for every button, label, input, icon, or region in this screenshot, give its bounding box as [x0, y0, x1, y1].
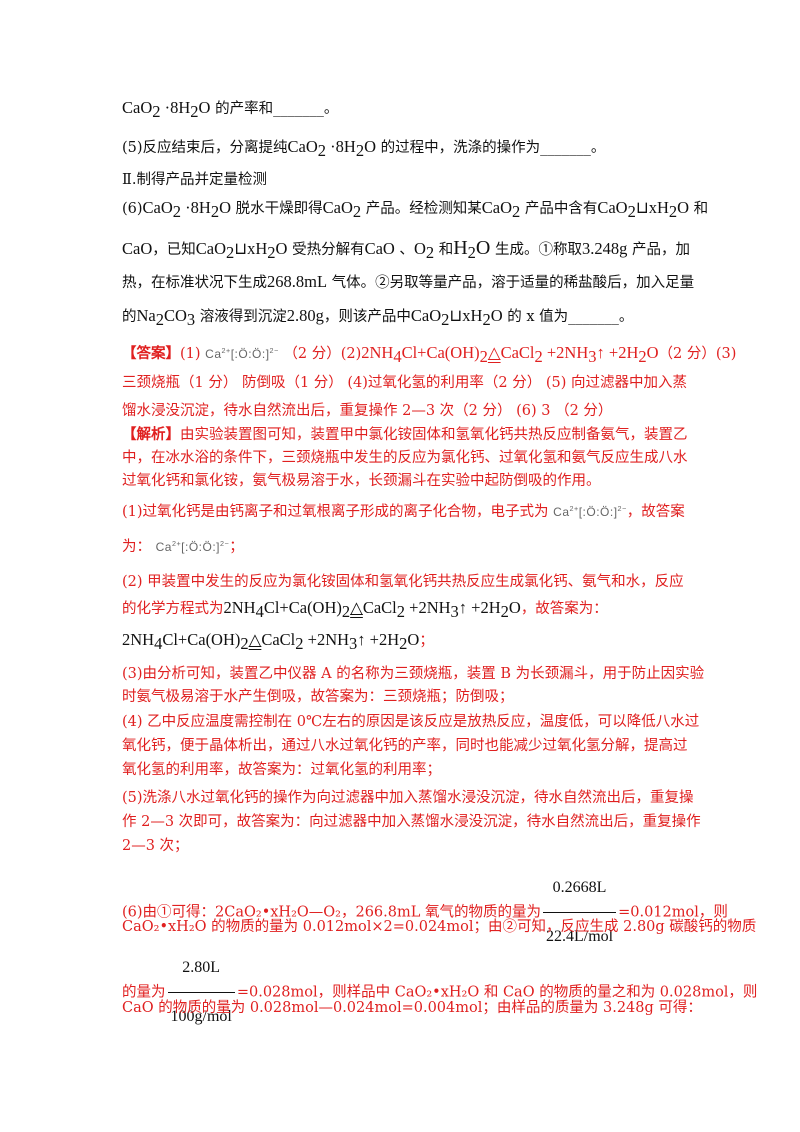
- answer-label: 【答案】: [122, 345, 180, 362]
- analysis-part-4-line-1: (4) 乙中反应温度需控制在 0℃左右的原因是该反应是放热反应，温度低，可以降低…: [122, 714, 700, 730]
- question-6-line-1: (6)CaO2 ·8H2O 脱水干燥即得CaO2 产品。经检测知某CaO2 产品…: [122, 198, 709, 221]
- analysis-part-6-line-4: CaO 的物质的量为 0.028mol—0.024mol=0.004mol；由样…: [122, 1000, 702, 1016]
- analysis-part-3-line-2: 时氨气极易溶于水产生倒吸，故答案为：三颈烧瓶；防倒吸；: [122, 689, 514, 705]
- answer-line-2: 三颈烧瓶（1 分） 防倒吸（1 分） (4)过氧化氢的利用率（2 分） (5) …: [122, 375, 688, 391]
- analysis-part-2-line-2: 的化学方程式为2NH4Cl+Ca(OH)2△CaCl2 +2NH3↑ +2H2O…: [122, 598, 608, 621]
- analysis-part-3-line-1: (3)由分析可知，装置乙中仪器 A 的名称为三颈烧瓶，装置 B 为长颈漏斗，用于…: [122, 666, 705, 682]
- analysis-part-4-line-3: 氧化氢的利用率，故答案为：过氧化氢的利用率；: [122, 762, 441, 778]
- answer-line-1: 【答案】(1) Ca2+[:Ö:Ö:]2− （2 分）(2)2NH4Cl+Ca(…: [122, 343, 737, 366]
- question-line-4: CaO2 ·8H2O 的产率和_______。: [122, 98, 339, 121]
- answer-line-3: 馏水浸没沉淀，待水自然流出后，重复操作 2—3 次（2 分） (6) 3 （2 …: [122, 403, 613, 419]
- analysis-part-2-line-3: 2NH4Cl+Ca(OH)2△CaCl2 +2NH3↑ +2H2O；: [122, 630, 434, 653]
- analysis-part-6-line-2: CaO₂•xH₂O 的物质的量为 0.012mol×2=0.024mol；由②可…: [122, 919, 757, 935]
- analysis-part-4-line-2: 氧化钙，便于晶体析出，通过八水过氧化钙的产率，同时也能减少过氧化氢分解，提高过: [122, 738, 688, 754]
- section-heading-ii: Ⅱ.制得产品并定量检测: [122, 172, 267, 188]
- analysis-part-5-line-1: (5)洗涤八水过氧化钙的操作为向过滤器中加入蒸馏水浸没沉淀，待水自然流出后，重复…: [122, 790, 694, 806]
- question-6-line-3: 热，在标准状况下生成268.8mL 气体。②另取等量产品，溶于适量的稀盐酸后，加…: [122, 272, 695, 291]
- analysis-part-5-line-3: 2—3 次；: [122, 838, 189, 854]
- question-6-line-4: 的Na2CO3 溶液得到沉淀2.80g，则该产品中CaO2⊔xH2O 的 x 值…: [122, 306, 634, 329]
- electron-formula: Ca2+[:Ö:Ö:]2−: [553, 504, 627, 519]
- analysis-part-1-line-2: 为： Ca2+[:Ö:Ö:]2−；: [122, 539, 244, 555]
- analysis-label: 【解析】: [122, 426, 180, 443]
- analysis-part-5-line-2: 作 2—3 次即可，故答案为：向过滤器中加入蒸馏水浸没沉淀，待水自然流出后，重复…: [122, 814, 701, 830]
- analysis-line-3: 过氧化钙和氯化铵，氨气极易溶于水，长颈漏斗在实验中起防倒吸的作用。: [122, 473, 601, 489]
- analysis-line-2: 中，在冰水浴的条件下，三颈烧瓶中发生的反应为氯化钙、过氧化氢和氨气反应生成八水: [122, 450, 688, 466]
- electron-formula: Ca2+[:Ö:Ö:]2−: [205, 346, 279, 361]
- question-5: (5)反应结束后，分离提纯CaO2 ·8H2O 的过程中，洗涤的操作为_____…: [122, 137, 606, 160]
- analysis-part-2-line-1: (2) 甲装置中发生的反应为氯化铵固体和氢氧化钙共热反应生成氯化钙、氨气和水，反…: [122, 574, 684, 590]
- question-6-line-2: CaO，已知CaO2⊔xH2O 受热分解有CaO 、O2 和H2O 生成。①称取…: [122, 237, 690, 262]
- analysis-line-1: 【解析】由实验装置图可知，装置甲中氯化铵固体和氢氧化钙共热反应制备氨气，装置乙: [122, 426, 688, 443]
- analysis-part-1-line-1: (1)过氧化钙是由钙离子和过氧根离子形成的离子化合物，电子式为 Ca2+[:Ö:…: [122, 504, 685, 520]
- electron-formula: Ca2+[:Ö:Ö:]2−: [155, 539, 230, 554]
